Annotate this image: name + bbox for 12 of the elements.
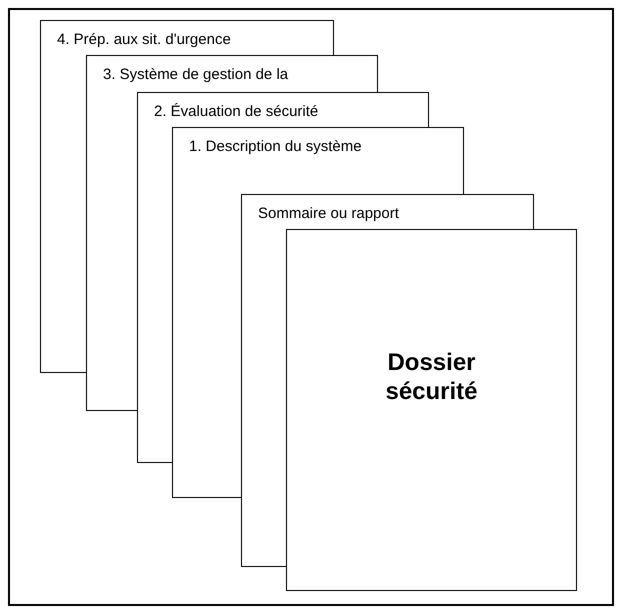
- document-page: [241, 194, 534, 229]
- page-heading: 3. Système de gestion de la: [103, 66, 288, 83]
- document-title: Dossier sécurité: [384, 348, 479, 406]
- document-page: [137, 92, 429, 127]
- page-heading: 1. Description du système: [189, 138, 362, 155]
- page-heading: Sommaire ou rapport: [258, 205, 399, 222]
- page-heading: 2. Évaluation de sécurité: [154, 103, 318, 120]
- document-page: [86, 55, 378, 92]
- document-page: [40, 20, 334, 55]
- page-heading: 4. Prép. aux sit. d'urgence: [57, 31, 231, 48]
- document-page: [286, 229, 577, 591]
- document-page: [172, 127, 464, 194]
